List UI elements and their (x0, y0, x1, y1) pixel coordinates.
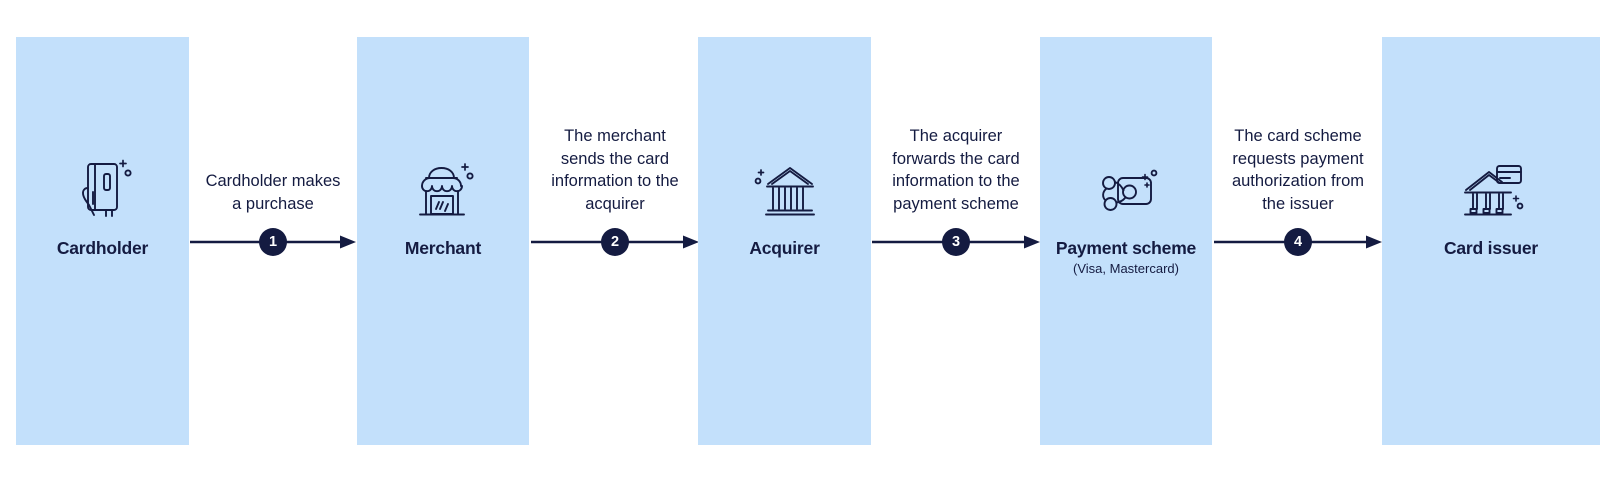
storefront-icon (404, 152, 482, 230)
actor-label-merchant: Merchant (404, 238, 482, 258)
step-2-badge: 2 (601, 228, 629, 256)
step-1-badge: 1 (259, 228, 287, 256)
actor-panel-cardholder: Cardholder (16, 37, 189, 445)
step-4-badge: 4 (1284, 228, 1312, 256)
actor-sublabel-payment-scheme: (Visa, Mastercard) (1073, 261, 1179, 277)
step-2-caption: The merchant sends the card information … (551, 126, 679, 214)
actor-panel-merchant: Merchant (357, 37, 529, 445)
actor-panel-acquirer: Acquirer (698, 37, 871, 445)
step-3: The acquirer forwards the card informati… (872, 118, 1040, 268)
bank-columns-icon (746, 152, 824, 230)
card-network-icon (1087, 152, 1165, 230)
actor-label-payment-scheme: Payment scheme (1055, 238, 1197, 258)
step-3-arrow: 3 (872, 225, 1040, 259)
step-2: The merchant sends the card information … (531, 118, 699, 268)
bank-with-card-icon (1452, 152, 1530, 230)
step-1-caption: Cardholder makes a purchase (205, 172, 341, 214)
step-4-arrow: 4 (1214, 225, 1382, 259)
actor-label-card-issuer: Card issuer (1443, 238, 1539, 258)
actor-label-acquirer: Acquirer (749, 238, 820, 258)
hand-holding-card-icon (64, 152, 142, 230)
actor-panel-card-issuer: Card issuer (1382, 37, 1600, 445)
actor-label-cardholder: Cardholder (56, 238, 149, 258)
step-4: The card scheme requests payment authori… (1214, 118, 1382, 268)
step-4-caption: The card scheme requests payment authori… (1231, 126, 1365, 214)
step-1: Cardholder makes a purchase 1 (190, 118, 356, 268)
step-1-arrow: 1 (190, 225, 356, 259)
step-2-arrow: 2 (531, 225, 699, 259)
step-3-badge: 3 (942, 228, 970, 256)
actor-panel-payment-scheme: Payment scheme (Visa, Mastercard) (1040, 37, 1212, 445)
step-3-caption: The acquirer forwards the card informati… (892, 126, 1020, 214)
